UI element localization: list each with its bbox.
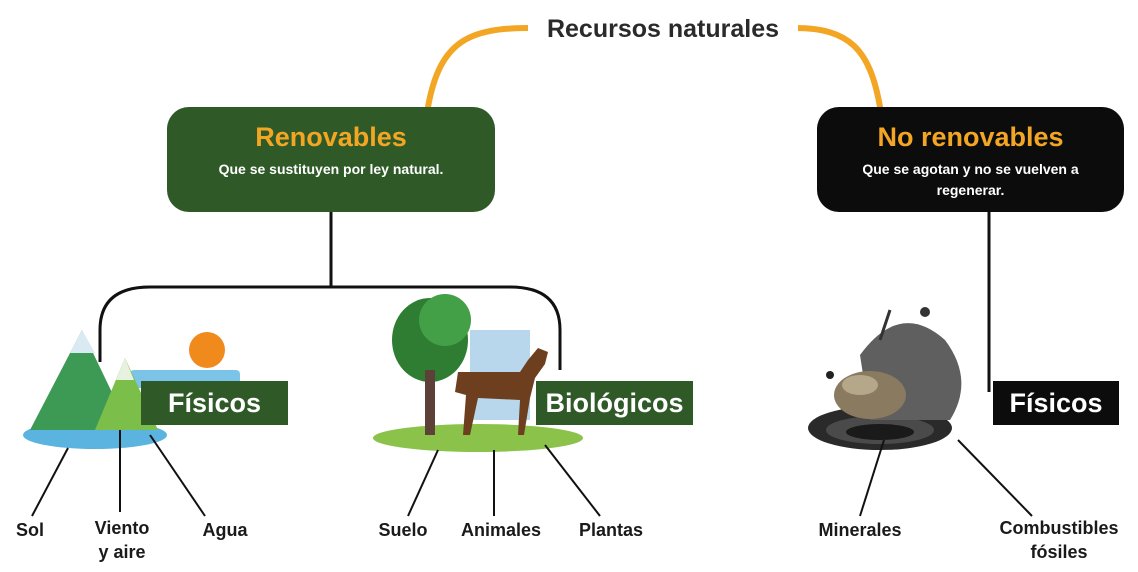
tree-horse-illustration — [373, 294, 583, 452]
line-combustibles — [957, 439, 1033, 517]
diagram-title: Recursos naturales — [528, 12, 798, 46]
line-plantas — [544, 444, 601, 517]
line-suelo — [407, 449, 439, 517]
leaf-viento-aire: Viento y aire — [94, 518, 150, 562]
leaf-combustibles-fosiles: Combustibles fósiles — [999, 518, 1119, 562]
renovables-box: Renovables Que se sustituyen por ley nat… — [167, 107, 495, 212]
norenovables-description: Que se agotan y no se vuelven a regenera… — [862, 161, 1079, 198]
line-agua — [149, 434, 206, 517]
mountains-sun-illustration — [23, 330, 240, 449]
renovables-title: Renovables — [255, 122, 407, 152]
renovables-branch — [98, 285, 562, 370]
leaf-minerales: Minerales — [818, 520, 902, 540]
rocks-oil-illustration — [808, 307, 962, 450]
leaf-sol: Sol — [15, 520, 44, 540]
line-sol — [31, 447, 69, 517]
leaf-agua: Agua — [202, 520, 248, 540]
norenovables-box: No renovables Que se agotan y no se vuel… — [817, 107, 1124, 212]
norenovables-fisicos-label: Físicos — [993, 381, 1119, 425]
norenovables-title: No renovables — [877, 122, 1064, 152]
leaf-animales: Animales — [460, 520, 542, 540]
renovables-biologicos-label: Biológicos — [536, 381, 693, 425]
title-connector-left — [425, 25, 533, 110]
line-minerales — [859, 439, 885, 517]
renovables-description: Que se sustituyen por ley natural. — [218, 161, 444, 177]
leaf-suelo: Suelo — [378, 520, 428, 540]
title-connector-right — [792, 25, 883, 110]
leaf-plantas: Plantas — [578, 520, 644, 540]
renovables-fisicos-label: Físicos — [141, 381, 288, 425]
